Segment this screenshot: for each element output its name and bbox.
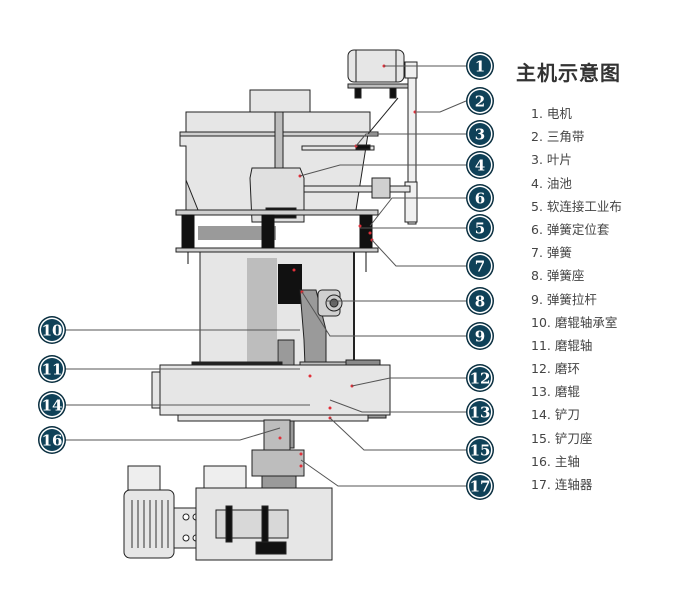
callout-fill [469, 90, 491, 112]
callout-badge-5: 5 [466, 214, 494, 242]
callout-badge-12: 12 [466, 364, 494, 392]
legend-item: 2. 三角带 [531, 129, 585, 145]
mill-machine [123, 49, 418, 561]
callout-number: 3 [475, 126, 485, 144]
legend-item: 10. 磨辊轴承室 [531, 314, 618, 330]
callout-badge-14: 14 [38, 391, 66, 419]
callout-badge-2: 2 [466, 87, 494, 115]
callout-fill [469, 439, 491, 461]
bottom-motor [127, 465, 161, 491]
callout-fill [41, 394, 63, 416]
callout-badge-8: 8 [466, 287, 494, 315]
callout-badge-3: 3 [466, 120, 494, 148]
springs [181, 214, 373, 272]
legend-item: 17. 连轴器 [531, 477, 593, 492]
callout-badge-15: 15 [466, 436, 494, 464]
callout-badge-17: 17 [466, 472, 494, 500]
callout-number: 6 [475, 190, 485, 208]
callout-number: 4 [475, 157, 485, 175]
callout-fill [469, 255, 491, 277]
callout-badge-1: 1 [466, 52, 494, 80]
callout-fill [469, 55, 491, 77]
legend-item: 14. 铲刀 [531, 407, 580, 423]
leader-line-9 [301, 291, 466, 337]
callout-badge-13: 13 [466, 398, 494, 426]
legend-item: 16. 主轴 [531, 453, 580, 469]
legend-item: 6. 弹簧定位套 [531, 221, 610, 237]
legend-item: 11. 磨辊轴 [531, 337, 593, 353]
legend-item: 3. 叶片 [531, 152, 572, 168]
callout-fill [469, 123, 491, 145]
legend-title: 主机示意图 [516, 61, 621, 85]
legend-item: 9. 弹簧拉杆 [531, 291, 597, 307]
callout-number: 7 [475, 258, 485, 276]
callout-number: 1 [475, 58, 485, 76]
callout-number: 12 [470, 370, 491, 388]
coupling [251, 449, 305, 477]
bottom-drive [123, 465, 333, 561]
callout-fill [469, 401, 491, 423]
main-shaft [263, 419, 291, 451]
callout-number: 14 [42, 397, 63, 415]
leader-line-17 [300, 459, 466, 487]
legend-item: 4. 油池 [531, 175, 572, 191]
callout-badge-4: 4 [466, 151, 494, 179]
callout-number: 9 [475, 328, 485, 346]
top-motor [347, 49, 409, 99]
leader-line-6 [369, 197, 466, 227]
callout-fill [469, 290, 491, 312]
callout-number: 16 [42, 432, 63, 450]
callout-fill [469, 325, 491, 347]
callout-fill [469, 154, 491, 176]
legend-item: 12. 磨环 [531, 361, 580, 377]
callout-number: 13 [470, 404, 491, 422]
callout-fill [41, 358, 63, 380]
legend-item: 7. 弹簧 [531, 245, 572, 261]
callout-badge-11: 11 [38, 355, 66, 383]
leader-line-2 [415, 100, 467, 113]
leader-line-4 [299, 164, 466, 177]
leader-lines [66, 65, 467, 487]
callout-badge-7: 7 [466, 252, 494, 280]
callout-fill [469, 217, 491, 239]
legend-list: 1. 电机 2. 三角带 3. 叶片 4. 油池 5. 软连接工业布 6. 弹簧… [531, 102, 622, 496]
leader-line-16 [66, 427, 281, 441]
callout-fill [41, 319, 63, 341]
legend-item: 8. 弹簧座 [531, 268, 585, 284]
leader-line-3 [355, 133, 466, 147]
leader-line-12 [351, 377, 466, 387]
callout-fill [469, 367, 491, 389]
legend-item: 15. 铲刀座 [531, 430, 593, 446]
callout-badge-10: 10 [38, 316, 66, 344]
ring-housing [159, 364, 391, 416]
callout-number: 17 [470, 478, 491, 496]
callout-fill [41, 429, 63, 451]
callout-number: 10 [42, 322, 63, 340]
leader-line-15 [329, 417, 466, 451]
soft-connection [198, 226, 276, 240]
drive-shaft [303, 185, 375, 193]
blade [301, 145, 375, 151]
callout-number: 2 [475, 93, 485, 111]
spring-plate-bottom [175, 247, 379, 253]
callout-number: 8 [475, 293, 485, 311]
callout-badge-6: 6 [466, 184, 494, 212]
top-box [249, 89, 311, 113]
callout-fill [469, 475, 491, 497]
leader-line-7 [371, 239, 466, 267]
spring-plate-top [175, 209, 379, 216]
legend-item: 1. 电机 [531, 106, 572, 121]
callout-badge-9: 9 [466, 322, 494, 350]
legend-item: 13. 磨辊 [531, 384, 580, 400]
callout-number: 11 [42, 361, 63, 379]
callout-number: 15 [470, 442, 491, 460]
callout-number: 5 [475, 220, 485, 238]
legend-item: 5. 软连接工业布 [531, 198, 622, 214]
callout-badge-16: 16 [38, 426, 66, 454]
callout-fill [469, 187, 491, 209]
leader-line-13 [329, 399, 466, 413]
